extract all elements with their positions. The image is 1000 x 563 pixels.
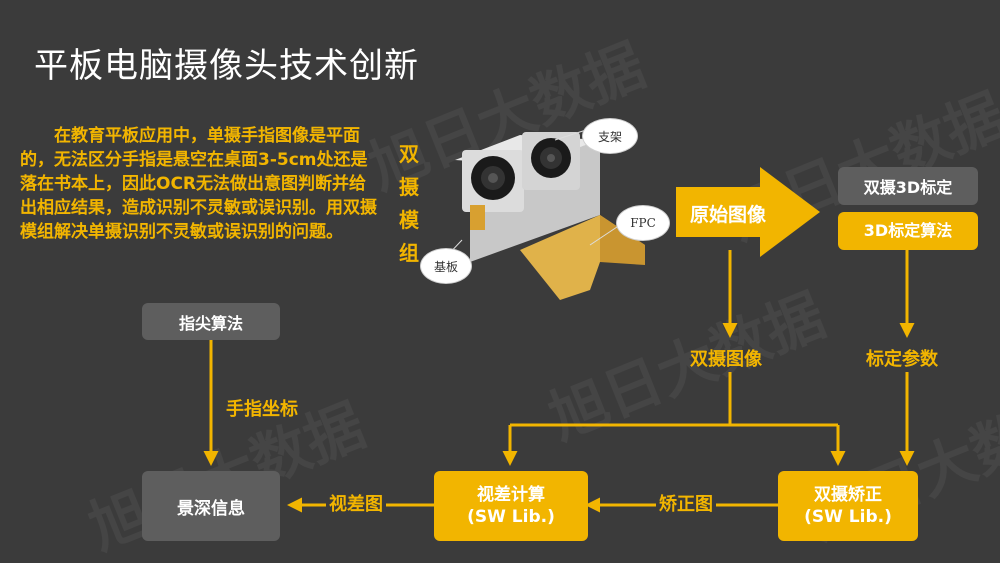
raw-image-label: 原始图像 xyxy=(690,204,767,226)
dual-image-label: 双摄图像 xyxy=(690,349,762,370)
calib-algo-box: 3D标定算法 xyxy=(838,212,978,250)
module-label: 双摄模组 xyxy=(399,142,419,265)
description-text: 在教育平板应用中，单摄手指图像是平面的，无法区分手指是悬空在桌面3-5cm处还是… xyxy=(20,126,377,242)
raw-image-arrow xyxy=(676,167,820,257)
disparity-map-label: 视差图 xyxy=(326,490,386,516)
rectify-box: 双摄矫正 (SW Lib.) xyxy=(778,471,918,541)
rectified-image-label: 矫正图 xyxy=(656,490,716,516)
callout-base: 基板 xyxy=(420,248,472,284)
depth-info-box: 景深信息 xyxy=(142,471,280,541)
finger-coords-label: 手指坐标 xyxy=(226,399,298,420)
callout-bracket: 支架 xyxy=(582,118,638,154)
page-title: 平板电脑摄像头技术创新 xyxy=(34,46,419,86)
callout-fpc: FPC xyxy=(616,205,670,241)
camera-module-image xyxy=(455,132,645,300)
disparity-calc-box: 视差计算 (SW Lib.) xyxy=(434,471,588,541)
calib-title-box: 双摄3D标定 xyxy=(838,167,978,205)
calib-params-label: 标定参数 xyxy=(866,349,938,370)
fingertip-algo-box: 指尖算法 xyxy=(142,303,280,340)
